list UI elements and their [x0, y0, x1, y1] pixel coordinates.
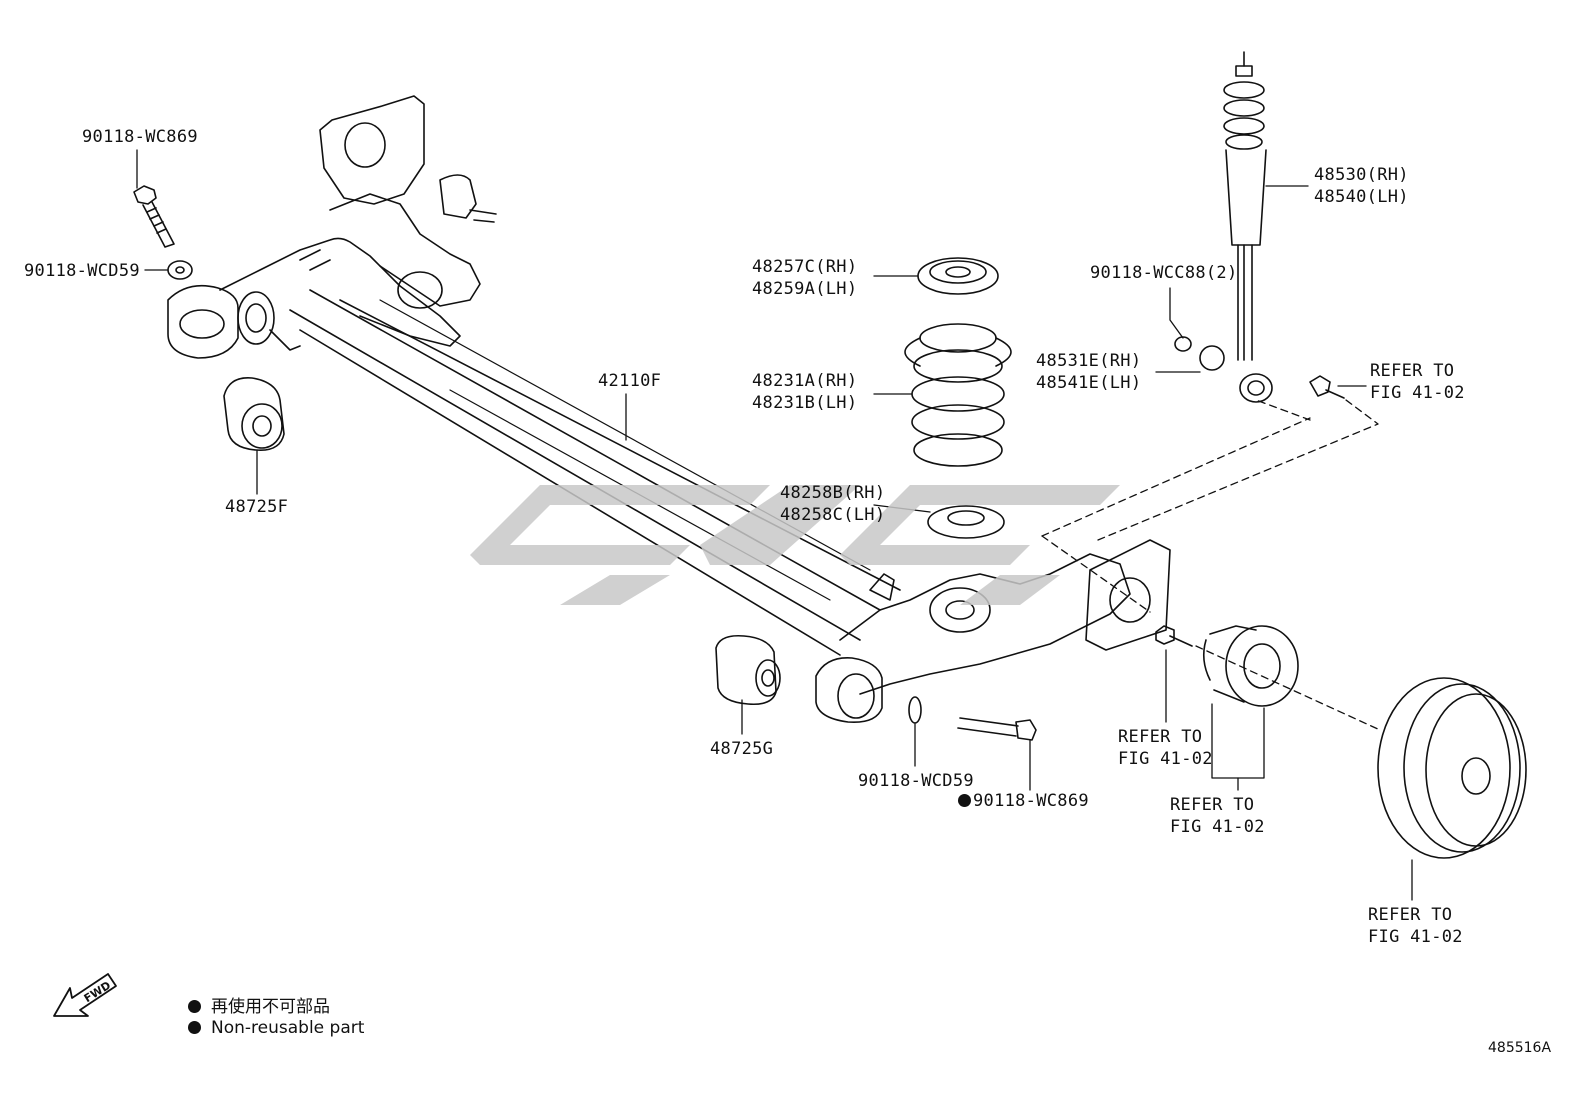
label-washer-top: 90118-WCD59: [24, 261, 140, 281]
trailing-arm-right: [815, 539, 1171, 724]
label-bolt-top: 90118-WC869: [82, 127, 198, 147]
coil-spring: [904, 323, 1012, 467]
non-reusable-dot-icon: [188, 1000, 201, 1013]
upper-spring-seat: [917, 257, 999, 295]
figure-id: 485516A: [1488, 1040, 1552, 1056]
shock-absorber: [1223, 51, 1273, 403]
lower-spring-seat: [927, 505, 1005, 539]
label-upper-seat: 48257C(RH)48259A(LH): [752, 257, 858, 299]
label-shock-nut: 90118-WCC88(2): [1090, 263, 1238, 283]
bolt-bottom: [957, 717, 1037, 741]
watermark-logo: [470, 485, 1120, 605]
legend-chinese: 再使用不可部品: [188, 992, 330, 1017]
label-lower-seat: 48258B(RH)48258C(LH): [780, 483, 886, 525]
label-bushing-right: 48725G: [710, 739, 774, 759]
fwd-arrow-icon: [53, 973, 117, 1017]
label-shock-cushion: 48531E(RH)48541E(LH): [1036, 351, 1142, 393]
legend-english: Non-reusable part: [188, 1018, 364, 1038]
label-coil-spring: 48231A(RH)48231B(LH): [752, 371, 858, 413]
non-reusable-dot-icon: [958, 794, 971, 807]
label-bushing-left: 48725F: [225, 497, 289, 517]
label-axle-beam: 42110F: [598, 371, 662, 391]
shock-nut: [1174, 336, 1192, 352]
bushing-right: [715, 634, 781, 706]
shock-bolt: [1309, 375, 1345, 399]
bushing-left: [223, 377, 285, 451]
label-bolt-bottom: 90118-WC869: [958, 790, 1089, 812]
non-reusable-dot-icon: [188, 1021, 201, 1034]
washer-bottom: [908, 696, 922, 724]
label-washer-bottom: 90118-WCD59: [858, 771, 974, 791]
shock-cushion: [1199, 345, 1225, 371]
bolt-top: [133, 185, 175, 248]
washer-top: [167, 260, 193, 280]
label-shock-absorber: 48530(RH)48540(LH): [1314, 165, 1409, 207]
hub-bolt: [1155, 625, 1193, 647]
trailing-arm-left: [167, 95, 497, 359]
hub-bearing: [1202, 625, 1299, 707]
brake-drum: [1377, 677, 1527, 859]
